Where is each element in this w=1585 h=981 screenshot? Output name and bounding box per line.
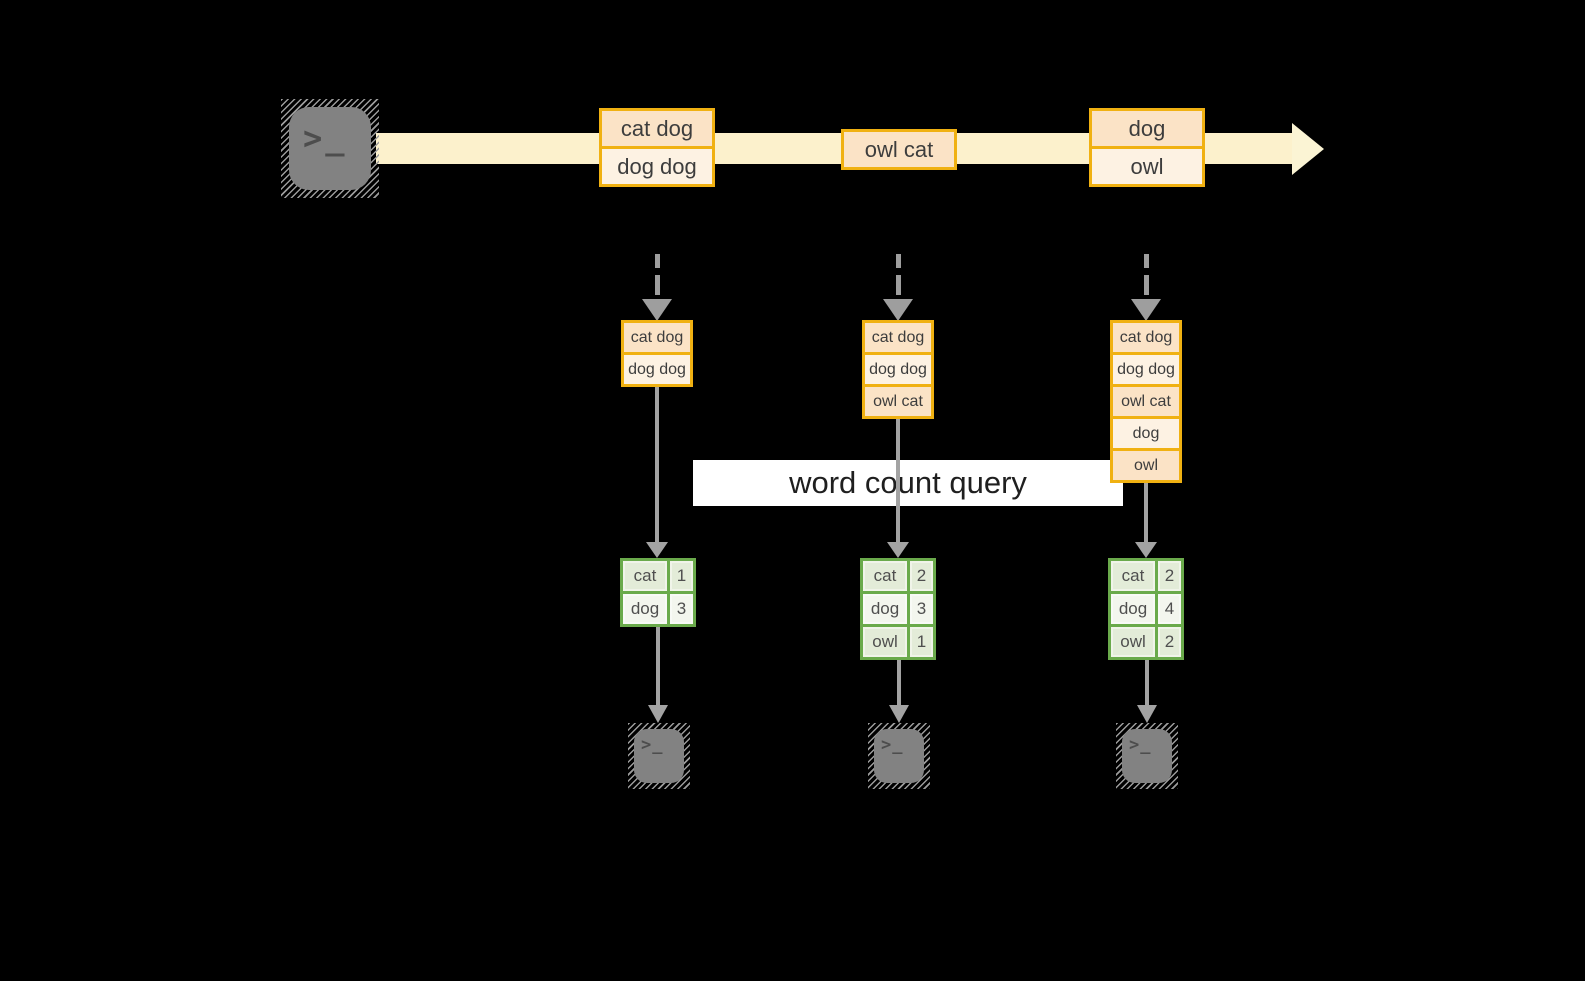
down-arrow-icon	[1135, 483, 1157, 558]
log-line: owl cat	[1113, 387, 1179, 416]
terminal-body	[634, 729, 684, 783]
down-arrow-icon	[889, 660, 909, 723]
count-cell: 3	[670, 594, 693, 624]
terminal-body	[874, 729, 924, 783]
log-line: dog dog	[1113, 355, 1179, 384]
log-line: dog dog	[865, 355, 931, 384]
terminal-prompt-icon: >_	[641, 735, 664, 755]
count-cell: 2	[910, 561, 933, 591]
event-line: dog dog	[602, 149, 712, 184]
count-cell: 2	[1158, 561, 1181, 591]
query-label-band: word count query	[693, 460, 1123, 506]
dashed-arrow-icon	[1130, 254, 1162, 321]
count-cell: 1	[910, 627, 933, 657]
event-log-stack-2: cat dog dog dog owl cat	[862, 320, 934, 419]
word-cell: cat	[1111, 561, 1155, 591]
word-cell: cat	[623, 561, 667, 591]
event-log-stack-3: cat dog dog dog owl cat dog owl	[1110, 320, 1182, 483]
word-cell: dog	[623, 594, 667, 624]
log-line: cat dog	[1113, 323, 1179, 352]
event-line: owl	[1092, 149, 1202, 184]
word-cell: owl	[863, 627, 907, 657]
word-cell: cat	[863, 561, 907, 591]
count-table-2: cat 2 dog 3 owl 1	[860, 558, 936, 660]
count-table-3: cat 2 dog 4 owl 2	[1108, 558, 1184, 660]
dashed-arrow-icon	[882, 254, 914, 321]
output-terminal-icon: >_	[1116, 723, 1178, 789]
word-cell: dog	[863, 594, 907, 624]
count-table-1: cat 1 dog 3	[620, 558, 696, 627]
stream-arrowhead-icon	[1292, 123, 1324, 175]
terminal-prompt-icon: >_	[1129, 735, 1152, 755]
terminal-body	[1122, 729, 1172, 783]
count-cell: 3	[910, 594, 933, 624]
source-terminal-icon: >_	[281, 99, 379, 198]
word-cell: dog	[1111, 594, 1155, 624]
terminal-body	[289, 107, 371, 190]
count-cell: 2	[1158, 627, 1181, 657]
down-arrow-icon	[1137, 660, 1157, 723]
down-arrow-icon	[648, 627, 668, 723]
dashed-arrow-icon	[641, 254, 673, 321]
log-line: owl	[1113, 451, 1179, 480]
stream-event-2: owl cat	[841, 129, 957, 170]
event-line: cat dog	[602, 111, 712, 146]
event-line: owl cat	[844, 132, 954, 167]
event-line: dog	[1092, 111, 1202, 146]
event-log-stack-1: cat dog dog dog	[621, 320, 693, 387]
log-line: owl cat	[865, 387, 931, 416]
down-arrow-icon	[887, 419, 909, 558]
word-cell: owl	[1111, 627, 1155, 657]
down-arrow-icon	[646, 387, 668, 558]
log-line: cat dog	[865, 323, 931, 352]
output-terminal-icon: >_	[868, 723, 930, 789]
count-cell: 1	[670, 561, 693, 591]
query-label: word count query	[789, 465, 1027, 500]
log-line: cat dog	[624, 323, 690, 352]
terminal-prompt-icon: >_	[303, 119, 348, 157]
output-terminal-icon: >_	[628, 723, 690, 789]
stream-event-3: dog owl	[1089, 108, 1205, 187]
log-line: dog	[1113, 419, 1179, 448]
terminal-prompt-icon: >_	[881, 735, 904, 755]
stream-event-1: cat dog dog dog	[599, 108, 715, 187]
log-line: dog dog	[624, 355, 690, 384]
count-cell: 4	[1158, 594, 1181, 624]
